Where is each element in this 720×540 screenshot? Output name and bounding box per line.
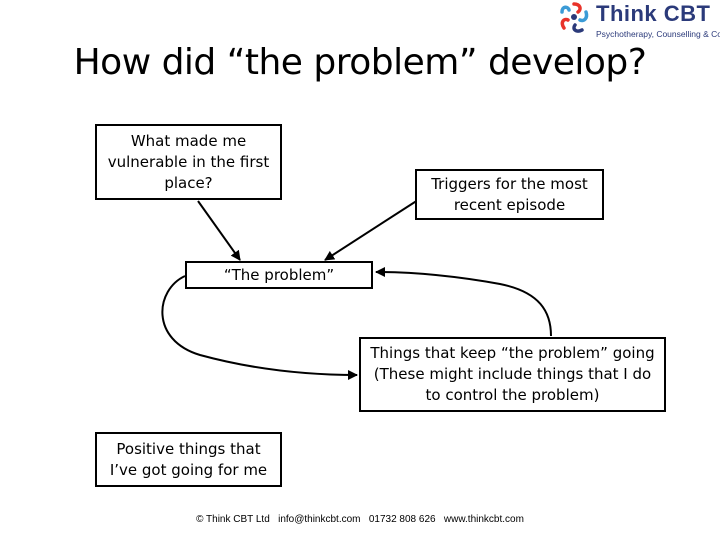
vulnerability-box: What made me vulnerable in the first pla… [95,124,282,200]
problem-text: “The problem” [223,265,335,284]
arrow-vulnerable-to-problem [197,200,241,261]
arrow-maintaining-to-problem [375,267,552,337]
problem-box: “The problem” [185,261,373,289]
positive-factors-text: Positive things that I’ve got going for … [109,439,268,479]
positive-factors-box: Positive things that I’ve got going for … [95,432,282,487]
vulnerability-text: What made me vulnerable in the first pla… [107,131,270,192]
arrow-triggers-to-problem [324,199,419,261]
logo-name: Think CBT [596,1,711,26]
triggers-text: Triggers for the most recent episode [431,174,588,214]
footer: © Think CBT Ltd info@thinkcbt.com 01732 … [196,514,524,525]
think-cbt-logo-icon [560,2,589,33]
maintaining-factors-box: Things that keep “the problem” going (Th… [359,337,666,412]
logo: Think CBT Psychotherapy, Counselling & C… [556,0,720,40]
maintaining-factors-text: Things that keep “the problem” going (Th… [370,344,655,404]
page-title: How did “the problem” develop? [73,42,647,83]
arrow-problem-to-maintaining [161,275,358,380]
logo-tagline: Psychotherapy, Counselling & Coaching [596,29,720,39]
triggers-box: Triggers for the most recent episode [415,169,604,220]
